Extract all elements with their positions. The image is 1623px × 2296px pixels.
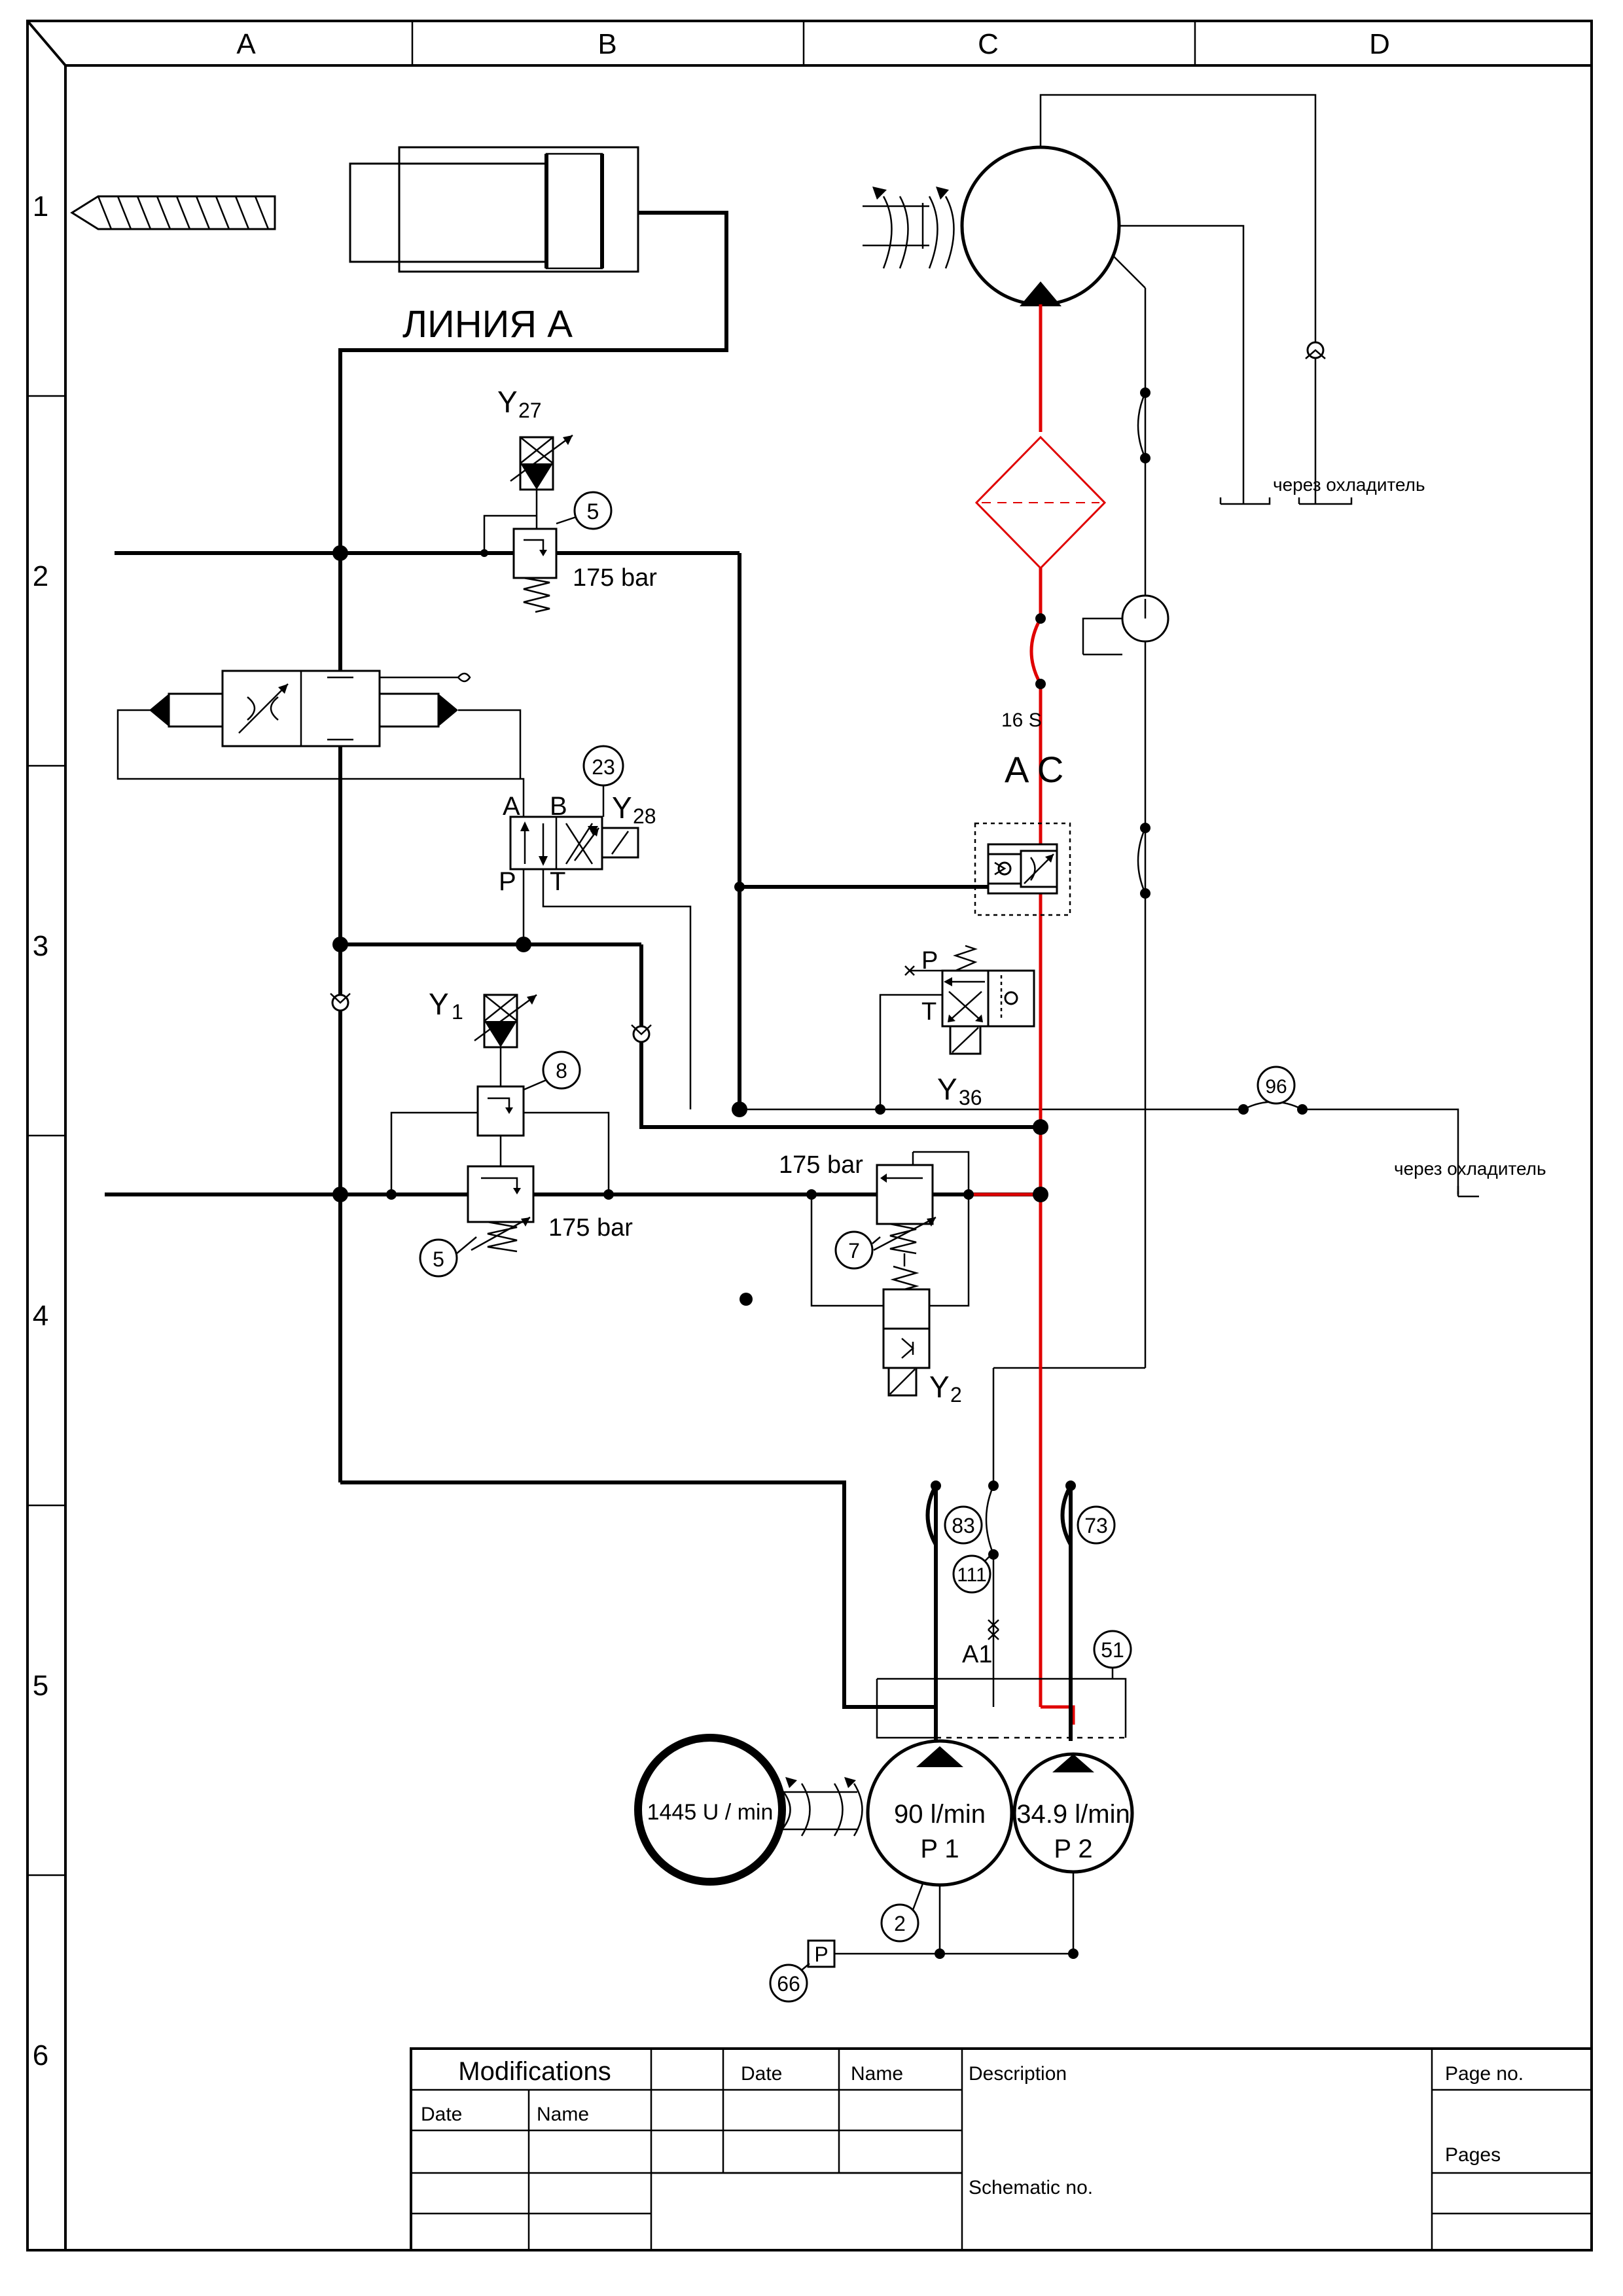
callout-8: 8	[523, 1050, 581, 1091]
proportional-directional-valve	[116, 670, 525, 828]
check-valve-left	[330, 993, 351, 1012]
svg-text:5: 5	[433, 1247, 444, 1271]
p-gauge-label: P	[814, 1943, 828, 1966]
callout-2: 2	[880, 1883, 924, 1943]
port-b-label: B	[550, 792, 567, 821]
left-bus-lines	[105, 350, 1243, 1709]
via-cooler-mid: через охладитель	[1394, 1158, 1546, 1179]
callout-5-top: 5	[556, 491, 613, 530]
y27-sub: 27	[518, 399, 542, 422]
svg-text:7: 7	[848, 1239, 860, 1263]
pressure-gauge	[1082, 594, 1169, 656]
svg-text:96: 96	[1265, 1076, 1287, 1098]
pressure-label-top: 175 bar	[573, 564, 657, 592]
callout-96: 96	[1257, 1066, 1296, 1105]
ac-label: A C	[1005, 749, 1063, 790]
p2-flow-label: 34.9 l/min	[1016, 1800, 1130, 1829]
y2-sub: 2	[950, 1383, 962, 1407]
svg-text:83: 83	[952, 1514, 975, 1537]
y28-label: Y	[612, 791, 632, 825]
row-label-2: 2	[33, 560, 48, 592]
p1-flow-label: 90 l/min	[894, 1800, 986, 1829]
svg-text:5: 5	[587, 499, 599, 524]
callout-51: 51	[1093, 1630, 1132, 1669]
column-label-a: A	[236, 28, 256, 60]
pump-p2	[1012, 1752, 1134, 1954]
y28-sub: 28	[633, 804, 656, 828]
callout-7: 7	[834, 1230, 881, 1270]
hydraulic-cylinder	[70, 146, 728, 668]
via-cooler-top: через охладитель	[1273, 475, 1425, 495]
y2-label: Y	[929, 1370, 950, 1404]
callout-66: 66	[769, 1963, 810, 2003]
svg-text:66: 66	[777, 1972, 800, 1996]
row-label-3: 3	[33, 930, 48, 962]
date-header-2: Date	[741, 2063, 782, 2085]
hydraulic-motor	[863, 94, 1317, 1486]
callout-73: 73	[1077, 1505, 1116, 1545]
callout-23: 23	[582, 745, 624, 817]
a1-label: A1	[962, 1641, 992, 1668]
y1-sub: 1	[452, 1000, 463, 1024]
y27-label: Y	[497, 385, 518, 419]
row-label-4: 4	[33, 1300, 48, 1332]
pressure-label-mid: 175 bar	[548, 1214, 633, 1242]
p1-name-label: P 1	[920, 1835, 959, 1863]
port-a-label: A	[503, 792, 520, 821]
motor-speed-label: 1445 U / min	[647, 1800, 774, 1825]
valve-y36	[879, 944, 1035, 1109]
page-no-header: Page no.	[1445, 2063, 1524, 2085]
schematic-no-header: Schematic no.	[969, 2177, 1093, 2198]
row-label-1: 1	[33, 190, 48, 223]
relief-valve-7	[810, 1151, 970, 1397]
port-t2-label: T	[921, 998, 936, 1026]
hose-joints-right	[1137, 392, 1147, 894]
svg-text:2: 2	[894, 1912, 906, 1935]
y1-label: Y	[429, 987, 449, 1021]
description-header: Description	[969, 2063, 1067, 2085]
junction-dots	[332, 387, 1308, 1959]
electric-motor	[634, 1734, 863, 1886]
relief-valve-y27	[483, 434, 573, 613]
modifications-header: Modifications	[458, 2057, 611, 2086]
pages-header: Pages	[1445, 2144, 1501, 2166]
callout-111: 111	[952, 1552, 994, 1594]
line-16s-label: 16 S	[1001, 709, 1042, 731]
p2-name-label: P 2	[1054, 1835, 1092, 1863]
pump-connections	[876, 1484, 1127, 1741]
relief-valve-y1	[390, 994, 610, 1253]
svg-text:111: 111	[957, 1564, 987, 1586]
port-t-label: T	[550, 867, 565, 896]
row-label-6: 6	[33, 2039, 48, 2072]
svg-text:51: 51	[1101, 1638, 1124, 1662]
drawing-frame: A B C D 1 2 3 4 5 6	[26, 20, 1593, 2251]
line-a-label: ЛИНИЯ А	[402, 303, 573, 346]
y36-label: Y	[937, 1072, 957, 1106]
svg-text:8: 8	[556, 1059, 567, 1083]
column-label-b: B	[597, 28, 616, 60]
svg-text:23: 23	[592, 755, 615, 779]
name-header-2: Name	[851, 2063, 903, 2085]
date-header: Date	[421, 2104, 462, 2125]
suction-line	[807, 1939, 1073, 1968]
pump-p1	[866, 1739, 1014, 1954]
row-label-5: 5	[33, 1670, 48, 1702]
port-p-label: P	[499, 867, 516, 896]
ac-valve	[974, 822, 1071, 916]
check-valve-mid	[631, 1024, 652, 1043]
directional-valve-y28	[509, 816, 692, 1109]
callout-83: 83	[944, 1505, 983, 1545]
callout-5-mid: 5	[419, 1236, 477, 1278]
pressure-label-low: 175 bar	[779, 1151, 863, 1179]
column-label-d: D	[1369, 28, 1390, 60]
title-block	[410, 2047, 1593, 2251]
drain-lines-top	[1219, 341, 1353, 505]
drain-line-mid	[1243, 1101, 1479, 1198]
name-header: Name	[537, 2104, 589, 2125]
column-label-c: C	[978, 28, 999, 60]
y36-sub: 36	[959, 1086, 982, 1109]
port-p2-label: P	[921, 947, 938, 975]
svg-text:73: 73	[1084, 1514, 1108, 1537]
